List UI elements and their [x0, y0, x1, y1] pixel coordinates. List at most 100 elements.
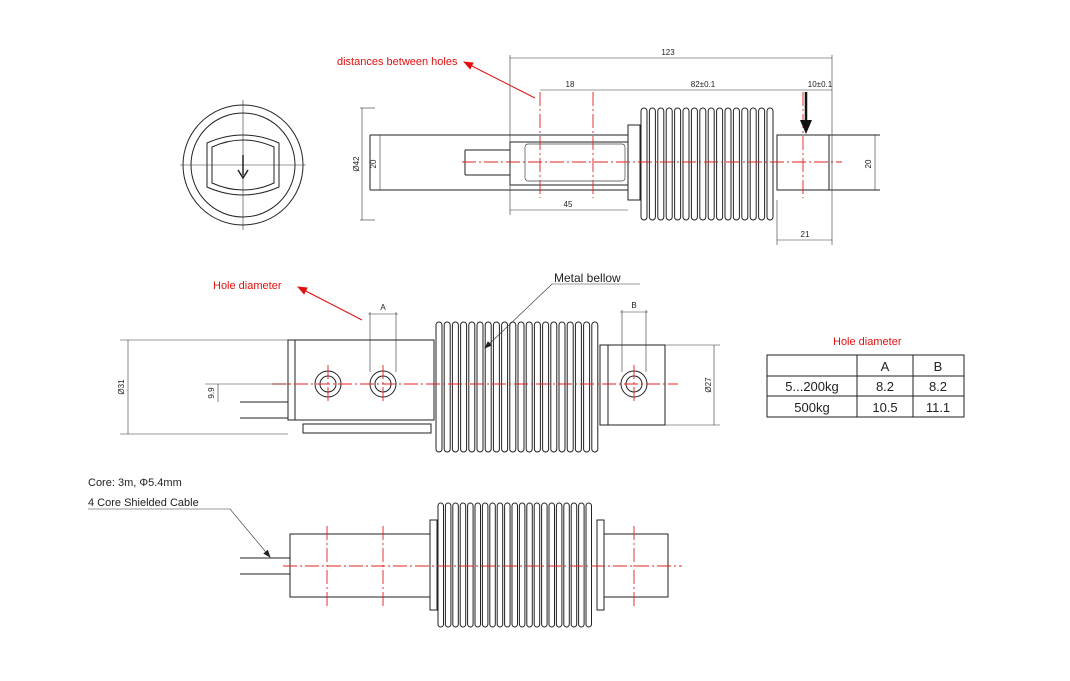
bellow-fin	[558, 321, 566, 453]
bellow-fin	[444, 502, 452, 628]
bellow-fin	[741, 107, 749, 221]
bellow-fin	[758, 107, 766, 221]
annotation-metal-bellow: Metal bellow	[554, 271, 621, 285]
bellow-fin	[690, 107, 698, 221]
bellow-fin	[501, 321, 509, 453]
dim-end-offset: 10±0.1	[808, 80, 833, 89]
bellow-leader-icon	[484, 283, 553, 349]
dim-label-a: A	[380, 303, 386, 312]
bellow-fin	[526, 502, 533, 628]
table-cell-r1-a: 8.2	[876, 379, 894, 394]
bellow-fin	[648, 107, 656, 221]
front-view	[120, 310, 720, 453]
annotation-distances-between-holes: distances between holes	[337, 56, 458, 68]
bellow-fin	[511, 502, 518, 628]
bellow-fin	[585, 502, 592, 628]
bellow-fin	[474, 502, 481, 628]
hole-table-title: Hole diameter	[833, 336, 902, 348]
bellow-fin	[467, 502, 474, 628]
dim-flat-right: 20	[864, 159, 873, 168]
bellow-fin	[451, 321, 459, 453]
bellow-fin	[468, 321, 476, 453]
table-cell-r1-load: 5...200kg	[785, 379, 839, 394]
bellow-fin	[541, 502, 548, 628]
dim-overall-length: 123	[661, 48, 675, 57]
bellow-fin	[476, 321, 484, 453]
dim-hole-offset: 18	[566, 80, 575, 89]
bellow-fin	[555, 502, 563, 628]
bellow-fin	[460, 321, 468, 453]
bellow-fin	[548, 502, 555, 628]
bellow-fin	[570, 502, 578, 628]
bellow-fin	[591, 321, 599, 453]
bellow-fin	[509, 321, 517, 453]
bellow-fin	[484, 321, 492, 453]
bellow-fin	[707, 107, 715, 221]
bellow-fins-top	[640, 107, 774, 221]
bellow-fin	[716, 107, 724, 221]
bellow-fin	[657, 107, 665, 221]
bellow-fin	[674, 107, 682, 221]
bellow-fin	[550, 321, 558, 453]
bellow-fin	[665, 107, 673, 221]
bellow-fin	[492, 321, 500, 453]
direction-arrow-icon	[237, 155, 249, 180]
table-cell-r2-a: 10.5	[872, 400, 897, 415]
table-cell-r2-b: 11.1	[926, 400, 950, 415]
bellow-fin	[682, 107, 690, 221]
end-view	[180, 100, 306, 230]
bellow-fin	[583, 321, 591, 453]
bellow-fin	[563, 502, 570, 628]
hole-diameter-table	[766, 354, 965, 418]
table-header-b: B	[934, 359, 943, 374]
table-header-a: A	[881, 359, 890, 374]
bellow-fin	[640, 107, 648, 221]
bellow-fin	[481, 502, 489, 628]
dim-hole-spacing: 82±0.1	[691, 80, 716, 89]
bellow-fin	[566, 321, 574, 453]
dim-end-length: 21	[801, 230, 810, 239]
dim-side-diameter: Ø31	[117, 379, 126, 395]
bellow-fin	[766, 107, 774, 221]
dim-label-b: B	[631, 301, 636, 310]
table-cell-r2-load: 500kg	[794, 400, 829, 415]
bellow-fin	[437, 502, 444, 628]
cable-spec-line1: Core: 3m, Φ5.4mm	[88, 477, 182, 489]
dim-end-diameter: Ø27	[704, 377, 713, 393]
annotation-arrow-icon	[463, 61, 536, 99]
bellow-fin	[489, 502, 496, 628]
load-arrow-icon	[800, 92, 812, 134]
bellow-fin	[533, 321, 541, 453]
dim-slot-length: 45	[564, 200, 573, 209]
bellow-fin	[578, 502, 585, 628]
dim-body-diameter: Ø42	[352, 156, 361, 172]
bellow-fin	[496, 502, 504, 628]
bottom-view	[240, 502, 682, 628]
bellow-fin	[435, 321, 443, 453]
bellow-fin	[699, 107, 707, 221]
bellow-fin	[749, 107, 757, 221]
table-cell-r1-b: 8.2	[929, 379, 947, 394]
bellow-fin	[517, 321, 525, 453]
bellow-fin	[459, 502, 467, 628]
bellow-fin	[732, 107, 740, 221]
annotation-hole-diameter: Hole diameter	[213, 280, 282, 292]
annotation-arrow-icon-2	[297, 286, 363, 321]
dim-flat-left: 20	[369, 159, 378, 168]
cable-spec-line2: 4 Core Shielded Cable	[88, 497, 199, 509]
bellow-fin	[452, 502, 459, 628]
dim-side-height: 9.9	[207, 387, 216, 399]
bellow-fin	[518, 502, 526, 628]
bellow-fin	[533, 502, 541, 628]
bellow-fin	[443, 321, 451, 453]
bellow-fin	[542, 321, 550, 453]
bellow-fins-bottom	[437, 502, 592, 628]
bellow-fin	[574, 321, 582, 453]
bellow-fin	[504, 502, 511, 628]
bellow-fins-front	[435, 321, 599, 453]
cable-leader-icon	[88, 508, 271, 558]
bellow-fin	[525, 321, 533, 453]
bellow-fin	[724, 107, 732, 221]
top-view	[360, 55, 880, 245]
